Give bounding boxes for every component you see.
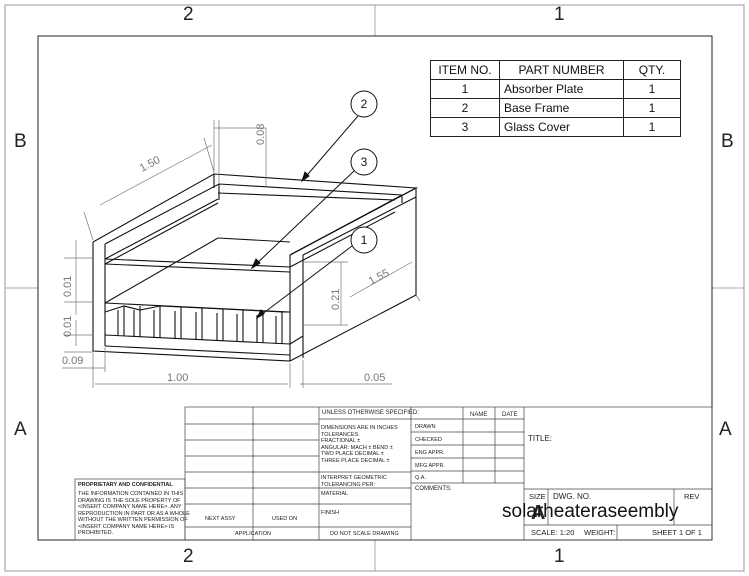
application-label: APPLICATION	[235, 531, 271, 537]
dim-0-21: 0.21	[330, 289, 342, 310]
mfg-appr-label: MFG APPR.	[415, 463, 445, 469]
proprietary-line: REPRODUCTION IN PART OR AS A WHOLE	[78, 510, 190, 517]
dim-0-01-upper: 0.01	[62, 276, 74, 297]
do-not-scale-label: DO NOT SCALE DRAWING	[330, 531, 399, 537]
bom-qty: 1	[623, 117, 681, 137]
dim-0-01-lower: 0.01	[62, 316, 74, 337]
zone-label-bottom-2: 2	[183, 546, 194, 567]
balloon-labels: 2 3 1	[361, 97, 368, 247]
bom-item: 3	[430, 117, 500, 137]
interpret-line: INTERPRET GEOMETRIC	[321, 475, 387, 481]
drawn-label: DRAWN	[415, 424, 436, 430]
dims-line: DIMENSIONS ARE IN INCHES	[321, 425, 398, 431]
bill-of-materials-table: ITEM NO. PART NUMBER QTY. 1 Absorber Pla…	[430, 60, 681, 137]
dim-1-00: 1.00	[167, 372, 188, 384]
proprietary-text: THE INFORMATION CONTAINED IN THIS DRAWIN…	[78, 491, 190, 537]
size-label: SIZE	[529, 492, 546, 501]
bom-header-row: ITEM NO. PART NUMBER QTY.	[430, 60, 681, 80]
dimensions-note: DIMENSIONS ARE IN INCHES TOLERANCES: FRA…	[321, 425, 398, 464]
proprietary-line: DRAWING IS THE SOLE PROPERTY OF	[78, 497, 181, 504]
proprietary-line: PROHIBITED.	[78, 530, 114, 536]
zone-label-left-b: B	[14, 131, 27, 152]
dim-0-09: 0.09	[62, 355, 83, 367]
drawing-number: solarheateraseembly	[502, 501, 679, 522]
bom-header-qty: QTY.	[623, 60, 681, 80]
bom-qty: 1	[623, 98, 681, 118]
bom-part: Glass Cover	[499, 117, 624, 137]
bom-header-item: ITEM NO.	[430, 60, 500, 80]
balloon-1-label: 1	[361, 233, 368, 247]
zone-label-right-b: B	[721, 131, 734, 152]
bom-item: 2	[430, 98, 500, 118]
zone-ticks	[5, 5, 744, 571]
weight-label: WEIGHT:	[584, 528, 616, 537]
interpret-label: INTERPRET GEOMETRIC TOLERANCING PER:	[321, 475, 387, 488]
dims-line: THREE PLACE DECIMAL ±	[321, 457, 390, 464]
dims-line: TWO PLACE DECIMAL ±	[321, 451, 384, 457]
qa-label: Q.A.	[415, 475, 427, 481]
zone-label-right-a: A	[719, 419, 732, 440]
proprietary-line: <INSERT COMPANY NAME HERE>. ANY	[78, 504, 182, 510]
rev-label: REV	[684, 492, 700, 501]
dim-0-08: 0.08	[255, 124, 267, 145]
dim-1-55: 1.55	[367, 267, 392, 288]
zone-label-bottom-1: 1	[554, 546, 565, 567]
zone-label-top-1: 1	[554, 4, 565, 25]
name-column-label: NAME	[470, 412, 488, 418]
balloon-3-label: 3	[361, 155, 368, 169]
interpret-line: TOLERANCING PER:	[321, 481, 375, 488]
dim-1-50: 1.50	[138, 154, 163, 175]
bom-row: 1 Absorber Plate 1	[430, 79, 681, 99]
balloon-2-label: 2	[361, 97, 368, 111]
isometric-view	[92, 173, 418, 362]
size-value: A	[531, 502, 546, 524]
zone-label-top-2: 2	[183, 4, 194, 25]
dims-line: TOLERANCES:	[321, 431, 360, 438]
bom-row: 2 Base Frame 1	[430, 98, 681, 118]
bom-header-part: PART NUMBER	[499, 60, 624, 80]
zone-label-left-a: A	[14, 419, 27, 440]
scale-label: SCALE: 1:20	[531, 528, 575, 537]
dimension-lines	[62, 120, 421, 388]
proprietary-line: WITHOUT THE WRITTEN PERMISSION OF	[78, 517, 188, 523]
proprietary-line: <INSERT COMPANY NAME HERE> IS	[78, 523, 175, 530]
used-on-label: USED ON	[272, 516, 298, 522]
comments-label: COMMENTS:	[415, 486, 452, 492]
dwg-no-label: DWG. NO.	[553, 492, 592, 501]
bom-qty: 1	[623, 79, 681, 99]
dims-line: ANGULAR: MACH ± BEND ±	[321, 444, 393, 451]
dims-line: FRACTIONAL ±	[321, 438, 361, 444]
finish-label: FINISH	[321, 510, 340, 516]
bom-row: 3 Glass Cover 1	[430, 117, 681, 137]
bom-part: Base Frame	[499, 98, 624, 118]
next-assy-label: NEXT ASSY	[205, 516, 236, 522]
checked-label: CHECKED	[415, 437, 442, 443]
bom-part: Absorber Plate	[499, 79, 624, 99]
sheet-label: SHEET 1 OF 1	[652, 528, 702, 537]
title-block-grid	[74, 406, 713, 541]
balloons	[250, 90, 378, 320]
date-column-label: DATE	[502, 412, 518, 418]
dim-0-05: 0.05	[364, 372, 385, 384]
proprietary-title: PROPRIETARY AND CONFIDENTIAL	[78, 482, 173, 488]
title-label: TITLE:	[528, 434, 553, 443]
proprietary-line: THE INFORMATION CONTAINED IN THIS	[78, 491, 184, 497]
eng-appr-label: ENG APPR.	[415, 450, 445, 456]
unless-specified-label: UNLESS OTHERWISE SPECIFIED:	[322, 410, 419, 416]
material-label: MATERIAL	[321, 491, 349, 497]
bom-item: 1	[430, 79, 500, 99]
